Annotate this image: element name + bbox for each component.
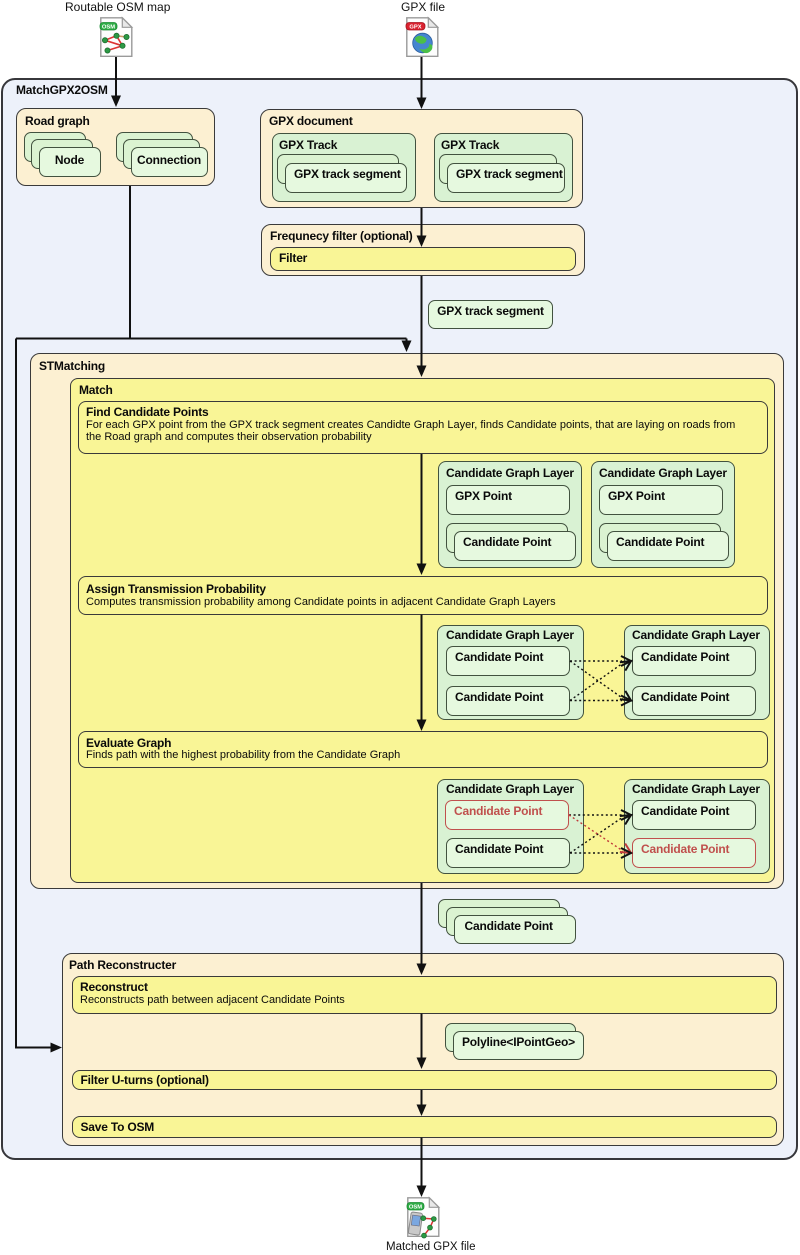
svg-text:OSM: OSM bbox=[409, 1205, 422, 1211]
svg-text:OSM: OSM bbox=[102, 25, 115, 31]
svg-text:GPX: GPX bbox=[409, 25, 421, 31]
